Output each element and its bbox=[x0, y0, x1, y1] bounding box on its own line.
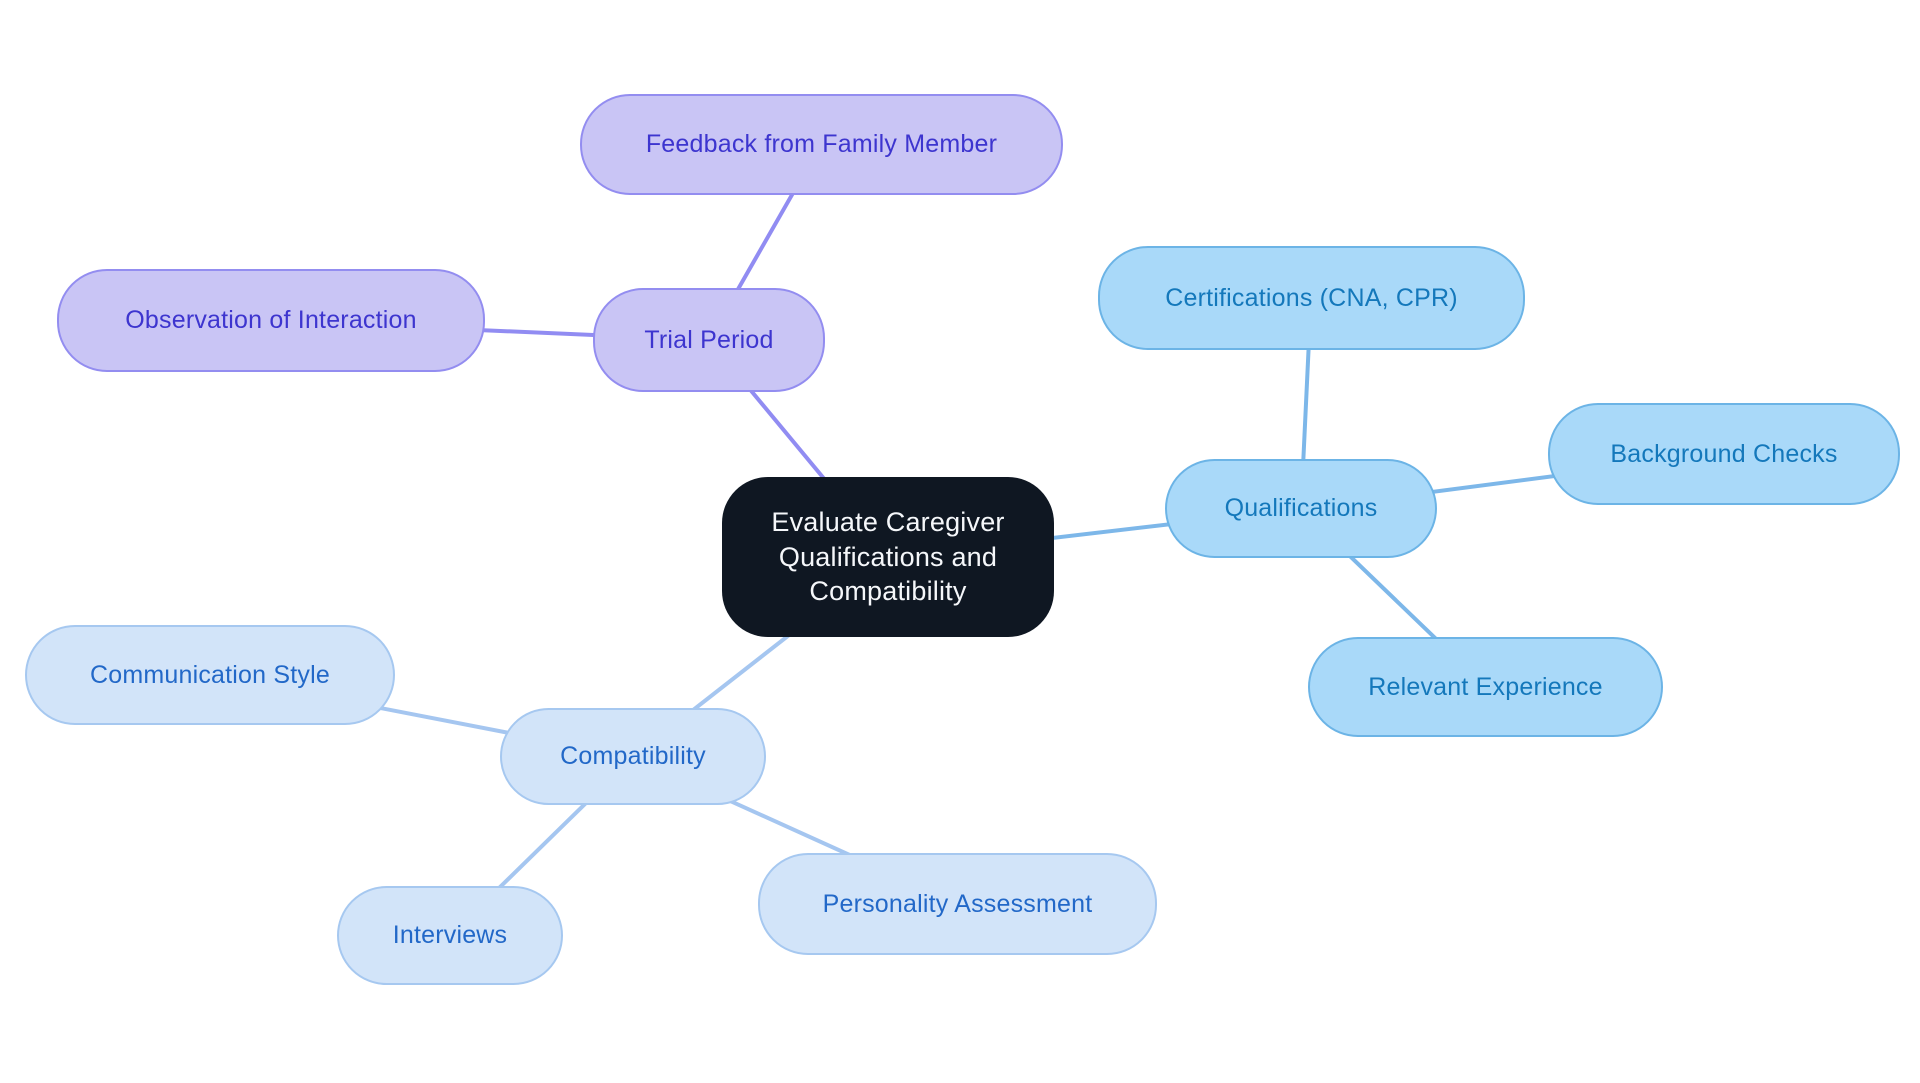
leaf-node-feedback-from-family-member[interactable]: Feedback from Family Member bbox=[580, 94, 1063, 195]
leaf-node-label: Background Checks bbox=[1610, 439, 1838, 468]
leaf-node-personality-assessment[interactable]: Personality Assessment bbox=[758, 853, 1157, 955]
branch-node-trial-period[interactable]: Trial Period bbox=[593, 288, 825, 392]
leaf-node-label: Interviews bbox=[392, 921, 508, 949]
branch-node-qualifications[interactable]: Qualifications bbox=[1165, 459, 1437, 558]
branch-node-label: Trial Period bbox=[644, 325, 774, 354]
central-topic-label: Evaluate Caregiver Qualifications and Co… bbox=[771, 507, 1005, 607]
branch-node-label: Compatibility bbox=[560, 742, 706, 770]
leaf-node-label: Feedback from Family Member bbox=[645, 130, 998, 158]
leaf-node-label: Personality Assessment bbox=[822, 889, 1093, 918]
leaf-node-label: Observation of Interaction bbox=[125, 306, 417, 334]
leaf-node-interviews[interactable]: Interviews bbox=[337, 886, 563, 985]
leaf-node-communication-style[interactable]: Communication Style bbox=[25, 625, 395, 725]
leaf-node-relevant-experience[interactable]: Relevant Experience bbox=[1308, 637, 1663, 737]
branch-node-label: Qualifications bbox=[1224, 494, 1378, 522]
leaf-node-label: Relevant Experience bbox=[1368, 672, 1603, 701]
leaf-node-label: Certifications (CNA, CPR) bbox=[1165, 283, 1458, 312]
leaf-node-background-checks[interactable]: Background Checks bbox=[1548, 403, 1900, 505]
branch-node-compatibility[interactable]: Compatibility bbox=[500, 708, 766, 805]
central-topic-node[interactable]: Evaluate Caregiver Qualifications and Co… bbox=[722, 477, 1054, 637]
leaf-node-certifications[interactable]: Certifications (CNA, CPR) bbox=[1098, 246, 1525, 350]
leaf-node-label: Communication Style bbox=[89, 660, 330, 689]
leaf-node-observation-of-interaction[interactable]: Observation of Interaction bbox=[57, 269, 485, 372]
